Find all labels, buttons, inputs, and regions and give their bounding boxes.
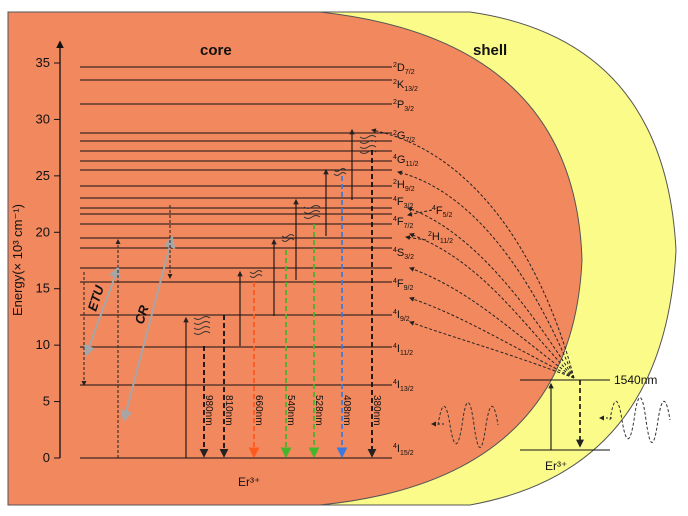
level-label-j: 3/2: [404, 203, 414, 210]
level-label-multiplicity: 4: [393, 247, 397, 254]
level-label-j: 13/2: [400, 386, 414, 393]
level-label-j: 9/2: [400, 316, 410, 323]
level-label: 4I9/2: [393, 309, 410, 323]
y-axis-label: Energy(× 10³ cm⁻¹): [10, 204, 25, 316]
level-label-multiplicity: 4: [393, 443, 397, 450]
level-label-term: H: [432, 231, 440, 243]
level-label-j: 15/2: [400, 450, 414, 457]
level-label: 4I13/2: [393, 379, 414, 393]
shell-ion-label: Er³⁺: [545, 459, 567, 473]
level-label-multiplicity: 4: [393, 154, 397, 161]
level-label-j: 11/2: [440, 238, 453, 245]
level-label-term: P: [397, 99, 404, 111]
level-label-j: 9/2: [405, 186, 415, 193]
emission-wavelength-label: 528nm: [313, 395, 324, 426]
level-label-j: 5/2: [443, 212, 453, 219]
energy-transfer-arrows: [371, 128, 575, 379]
level-label-multiplicity: 4: [393, 196, 397, 203]
level-label-j: 7/2: [405, 137, 415, 144]
y-axis-ticks: 0 5 10 15 20 25 30 35: [36, 55, 60, 465]
level-label: 4F9/2: [393, 278, 413, 292]
level-label-term: S: [397, 247, 404, 259]
emission-wavelength-label: 660nm: [253, 395, 264, 426]
level-label: 2H11/2: [428, 231, 453, 245]
level-label-multiplicity: 2: [428, 231, 432, 238]
emission-wavelength-label: 980nm: [203, 395, 214, 426]
emission-wavelength-label: 810nm: [223, 395, 234, 426]
level-label: 4S3/2: [393, 247, 414, 261]
y-tick-label: 30: [36, 111, 50, 126]
shell-ion-diagram: 1540nm Er³⁺: [520, 373, 671, 473]
level-label-term: F: [397, 216, 404, 228]
level-label-term: D: [397, 62, 405, 74]
level-label-multiplicity: 4: [393, 379, 397, 386]
y-tick-label: 10: [36, 337, 50, 352]
y-tick-label: 5: [43, 394, 50, 409]
y-tick-label: 35: [36, 55, 50, 70]
level-label-term: F: [397, 196, 404, 208]
level-label-term: G: [397, 154, 406, 166]
level-label-term: I: [397, 343, 400, 355]
shell-wave-icon: [609, 397, 671, 443]
level-label: 4F5/2: [432, 205, 452, 219]
emission-wavelength-label: 408nm: [341, 395, 352, 426]
level-label: 4I11/2: [393, 343, 413, 357]
excitation-arrows: [183, 128, 355, 458]
level-label-term: I: [397, 379, 400, 391]
core-label: core: [200, 42, 232, 59]
emission-wavelength-label: 540nm: [285, 395, 296, 426]
level-label-j: 3/2: [404, 106, 414, 113]
y-tick-label: 0: [43, 450, 50, 465]
level-label-term: I: [397, 443, 400, 455]
level-label: 2G7/2: [393, 130, 415, 144]
level-label-j: 11/2: [400, 350, 413, 357]
level-label: 2D7/2: [393, 62, 415, 76]
level-label-multiplicity: 4: [393, 278, 397, 285]
level-label: 4F7/2: [393, 216, 413, 230]
y-tick-label: 25: [36, 168, 50, 183]
core-ion-label: Er³⁺: [238, 475, 260, 489]
level-label: 4G11/2: [393, 154, 419, 168]
level-label: 4F3/2: [393, 196, 413, 210]
level-label-j: 9/2: [404, 285, 414, 292]
cr-label: CR: [132, 303, 152, 326]
y-tick-label: 20: [36, 224, 50, 239]
shell-wavelength-label: 1540nm: [614, 373, 657, 387]
level-label-multiplicity: 4: [432, 205, 436, 212]
level-label-term: F: [436, 205, 443, 217]
level-label-term: F: [397, 278, 404, 290]
level-label-multiplicity: 2: [393, 99, 397, 106]
level-label-multiplicity: 2: [393, 179, 397, 186]
shell-label: shell: [473, 42, 507, 59]
level-label-j: 11/2: [405, 161, 418, 168]
level-label-term: G: [397, 130, 406, 142]
cr-process: CR: [115, 205, 176, 458]
emission-arrows: 980nm 810nm 660nm 540nm 528nm 408nm 380nm: [199, 150, 382, 459]
level-label-multiplicity: 2: [393, 130, 397, 137]
wave-icon: [437, 402, 499, 448]
level-label: 2H9/2: [393, 179, 415, 193]
level-label-j: 13/2: [404, 86, 418, 93]
y-tick-label: 15: [36, 281, 50, 296]
level-label-multiplicity: 2: [393, 62, 397, 69]
level-label-multiplicity: 4: [393, 309, 397, 316]
level-label-j: 3/2: [404, 254, 414, 261]
level-label-multiplicity: 4: [393, 216, 397, 223]
level-label-multiplicity: 4: [393, 343, 397, 350]
level-label: 2K13/2: [393, 79, 418, 93]
level-label-j: 7/2: [404, 223, 414, 230]
core-region: [7, 11, 583, 506]
level-label-term: H: [397, 179, 405, 191]
level-label: 4I15/2: [393, 443, 414, 457]
level-label-j: 7/2: [405, 69, 415, 76]
level-label-term: I: [397, 309, 400, 321]
level-label-multiplicity: 2: [393, 79, 397, 86]
emission-wavelength-label: 380nm: [371, 395, 382, 426]
relaxation-squiggles: [193, 135, 377, 335]
level-label-term: K: [397, 79, 405, 91]
level-label: 2P3/2: [393, 99, 414, 113]
